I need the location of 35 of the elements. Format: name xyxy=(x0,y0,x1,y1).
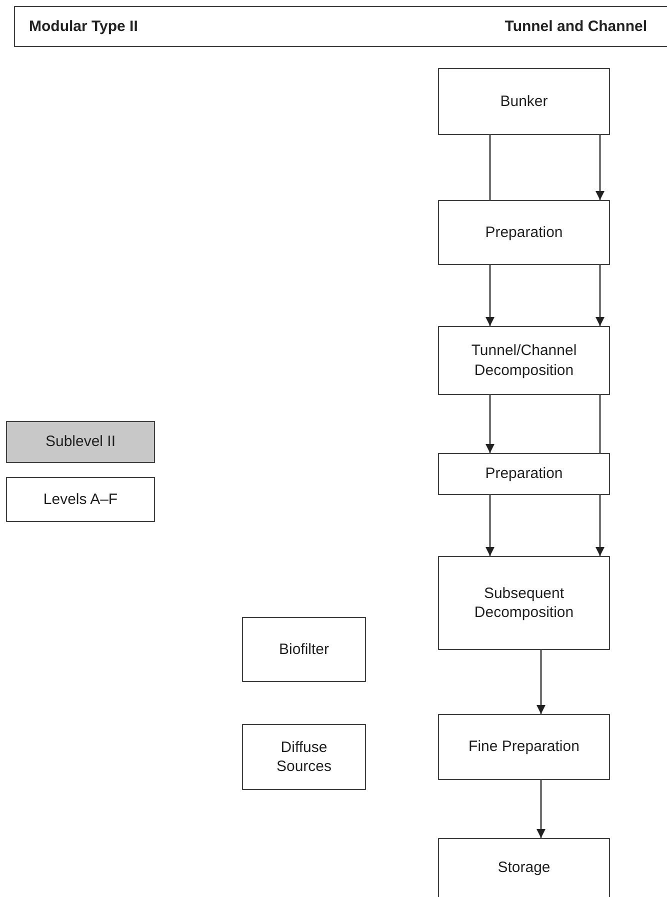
process-box xyxy=(438,838,610,897)
arrow xyxy=(536,650,546,714)
arrow xyxy=(486,395,494,453)
box-label: Tunnel/Channel Decomposition xyxy=(470,341,578,380)
arrow xyxy=(536,780,546,838)
box-label: Diffuse Sources xyxy=(275,738,333,776)
process-box xyxy=(438,556,610,650)
box-label: Levels A–F xyxy=(43,490,118,510)
process-box xyxy=(242,724,366,790)
connector-line xyxy=(599,395,601,453)
process-box xyxy=(438,714,610,780)
process-box xyxy=(242,617,366,682)
arrow xyxy=(596,265,604,326)
process-box xyxy=(438,453,610,495)
box-label: Preparation xyxy=(485,222,563,242)
header-title: Modular Type II xyxy=(29,16,138,36)
connector-line xyxy=(489,135,491,200)
arrow xyxy=(486,495,494,556)
box-label: Subsequent Decomposition xyxy=(473,584,575,622)
arrow xyxy=(596,495,604,556)
header-title: Tunnel and Channel xyxy=(504,16,647,36)
box-label: Preparation xyxy=(485,464,563,484)
process-box xyxy=(438,68,610,135)
process-box xyxy=(6,421,155,463)
arrow xyxy=(596,135,604,200)
box-label: Sublevel II xyxy=(45,432,116,452)
box-label: Bunker xyxy=(500,92,548,112)
box-label: Biofilter xyxy=(278,640,330,660)
arrow xyxy=(486,265,494,326)
process-box xyxy=(6,477,155,522)
header-band xyxy=(14,6,667,47)
process-box xyxy=(438,200,610,265)
box-label: Storage xyxy=(498,858,550,878)
process-box xyxy=(438,326,610,395)
box-label: Fine Preparation xyxy=(468,737,580,757)
